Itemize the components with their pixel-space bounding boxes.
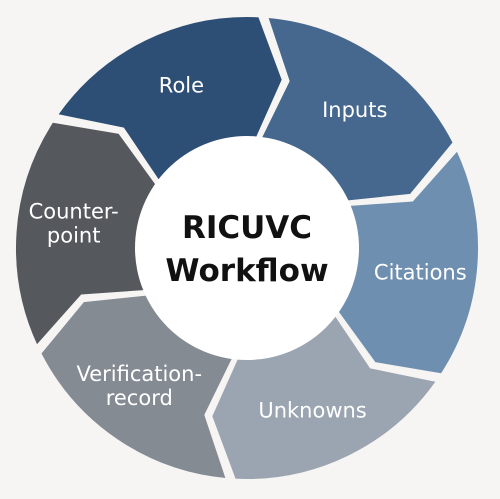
center-title-line-2: Workflow — [165, 253, 328, 289]
segment-label-unknowns: Unknowns — [258, 398, 366, 422]
segment-label-citations: Citations — [374, 260, 467, 284]
segment-label-line: Citations — [374, 260, 467, 284]
segment-label-line: Role — [159, 74, 204, 98]
segment-label-line: Inputs — [322, 98, 387, 122]
segment-label-role: Role — [159, 74, 204, 98]
center-circle — [135, 136, 359, 360]
segment-label-line: Unknowns — [258, 398, 366, 422]
center-title-line-1: RICUVC — [182, 210, 312, 246]
segment-label-line: point — [47, 224, 101, 248]
segment-label-line: Counter- — [29, 200, 119, 224]
segment-label-inputs: Inputs — [322, 98, 387, 122]
segment-label-line: record — [106, 386, 173, 410]
segment-label-verification-record: Verification-record — [76, 362, 202, 410]
segment-label-line: Verification- — [76, 362, 202, 386]
segment-label-counter-point: Counter-point — [29, 200, 119, 248]
